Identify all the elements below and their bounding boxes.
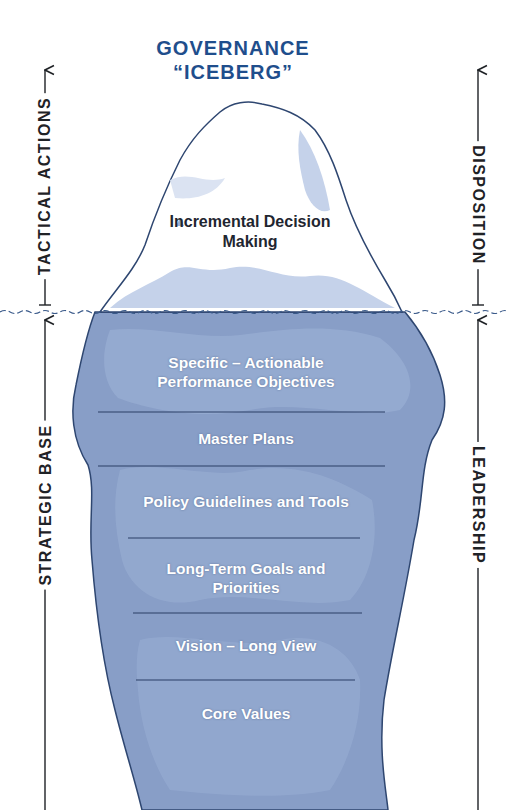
band-text: Incremental Decision Making — [169, 212, 331, 252]
band-text: Vision – Long View — [145, 636, 347, 655]
shading — [104, 329, 410, 415]
iceberg-body — [73, 312, 445, 810]
shading — [298, 130, 330, 211]
shading — [115, 467, 375, 603]
iceberg-tip — [100, 102, 402, 312]
side-label: LEADERSHIP — [469, 442, 487, 568]
waterline — [0, 311, 507, 314]
iceberg-tip-label: Incremental Decision Making — [165, 210, 335, 254]
shading — [137, 637, 361, 796]
iceberg-band: Specific – Actionable Performance Object… — [121, 351, 371, 394]
band-text: Core Values — [150, 704, 342, 723]
iceberg-band: Policy Guidelines and Tools — [136, 490, 356, 513]
band-separators — [98, 412, 385, 680]
shading — [170, 176, 225, 198]
iceberg-band: Vision – Long View — [141, 634, 351, 657]
shading — [110, 267, 395, 308]
iceberg-band: Core Values — [146, 702, 346, 725]
band-text: Long-Term Goals and Priorities — [145, 559, 347, 598]
side-arrows — [39, 70, 484, 810]
band-text: Policy Guidelines and Tools — [140, 492, 352, 511]
side-label: TACTICAL ACTIONS — [36, 93, 54, 279]
iceberg-band: Master Plans — [121, 427, 371, 450]
iceberg-band: Long-Term Goals and Priorities — [141, 557, 351, 600]
side-label: STRATEGIC BASE — [36, 420, 54, 589]
side-label: DISPOSITION — [469, 141, 487, 269]
band-text: Master Plans — [125, 429, 367, 448]
diagram-title: GOVERNANCE “ICEBERG” — [133, 36, 333, 84]
band-text: Specific – Actionable Performance Object… — [125, 353, 367, 392]
